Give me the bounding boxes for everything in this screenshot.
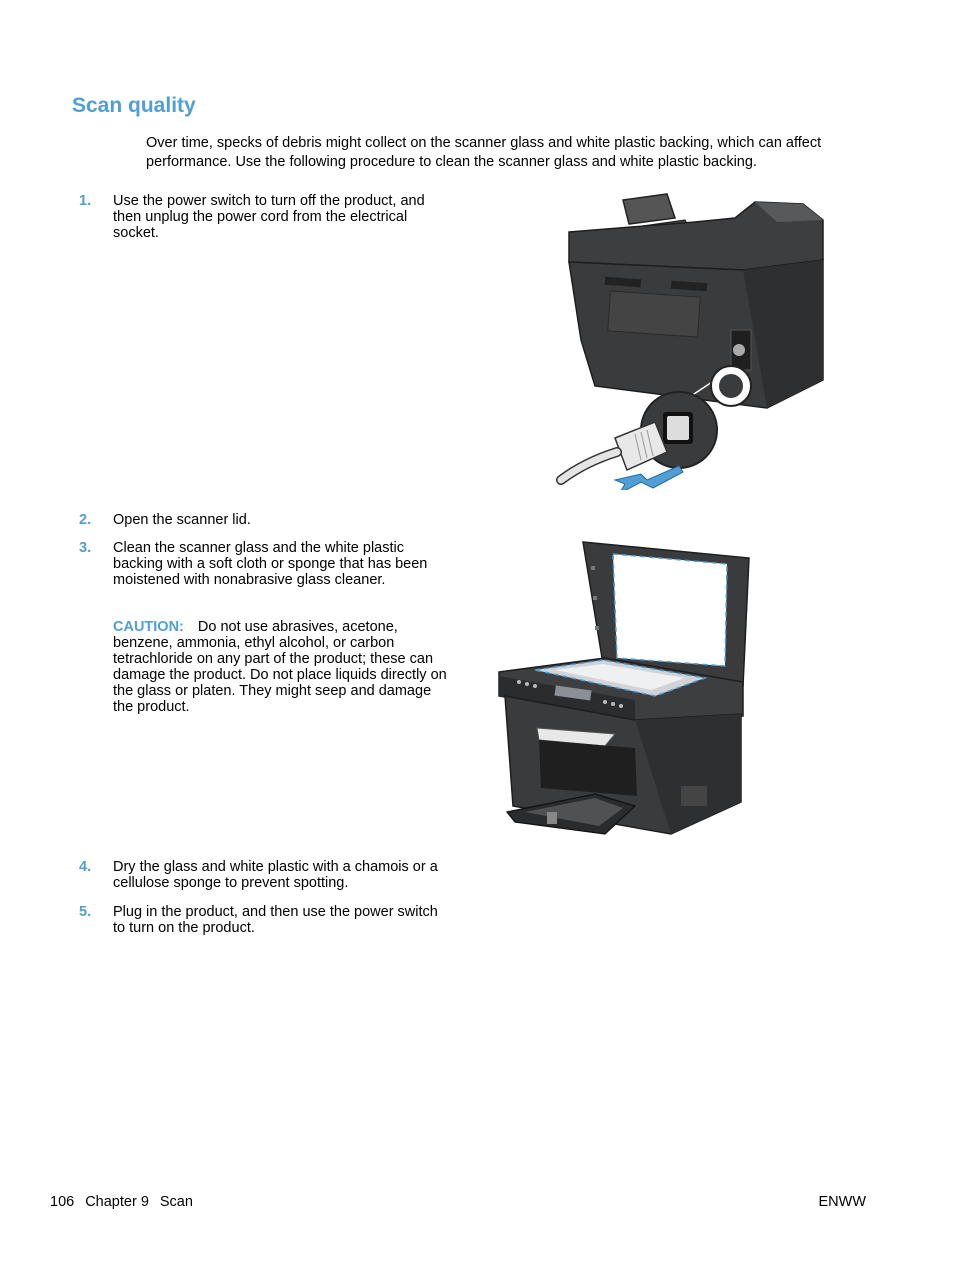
footer-left: 106 Chapter 9 Scan <box>50 1194 204 1210</box>
page-number: 106 <box>50 1194 75 1210</box>
step-text: Dry the glass and white plastic with a c… <box>113 859 438 891</box>
open-scanner-lid-illustration <box>495 536 755 843</box>
step-number: 4. <box>79 859 92 875</box>
caution-text: Do not use abrasives, acetone, benzene, … <box>113 619 447 715</box>
step-number: 5. <box>79 904 92 920</box>
step-text: Open the scanner lid. <box>113 512 251 528</box>
footer-chapter: Chapter 9 <box>85 1194 149 1210</box>
unplug-power-cord-illustration <box>555 190 835 496</box>
footer-chapter-title: Scan <box>159 1194 193 1210</box>
footer-edition: ENWW <box>818 1194 866 1210</box>
intro-paragraph: Over time, specks of debris might collec… <box>146 135 822 170</box>
caution-label: CAUTION: <box>113 619 184 635</box>
step-text: Clean the scanner glass and the white pl… <box>113 540 428 588</box>
caution-note: CAUTION:Do not use abrasives, acetone, b… <box>113 619 447 715</box>
step-number: 2. <box>79 512 92 528</box>
section-title: Scan quality <box>72 94 196 117</box>
step-number: 3. <box>79 540 92 556</box>
step-number: 1. <box>79 193 92 209</box>
step-text: Use the power switch to turn off the pro… <box>113 193 425 241</box>
step-text: Plug in the product, and then use the po… <box>113 904 438 936</box>
